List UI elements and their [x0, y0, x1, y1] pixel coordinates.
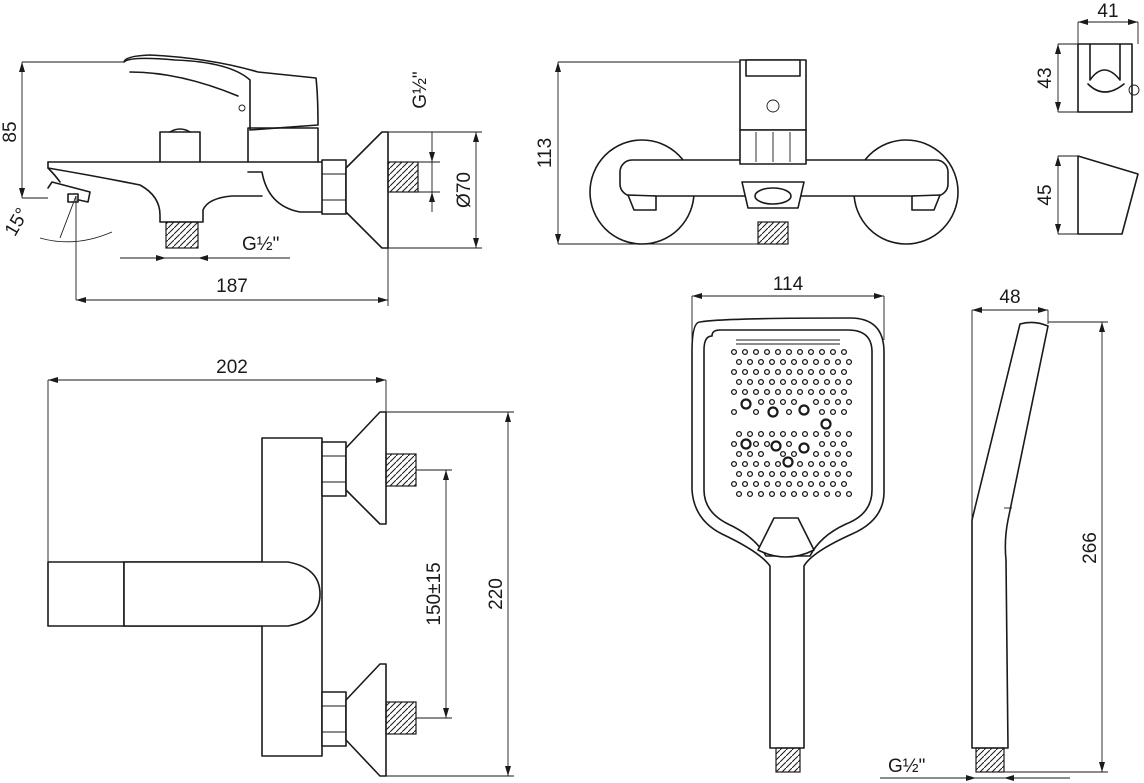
side-length-label: 187 — [216, 276, 248, 297]
top-depth-label: 202 — [216, 357, 248, 378]
front-view — [555, 59, 959, 245]
shower-thread-label: G½" — [888, 756, 925, 777]
shower-width-label: 114 — [773, 274, 804, 295]
flange-diameter-label: Ø70 — [454, 172, 475, 208]
shower-head-side — [880, 307, 1108, 781]
front-height-label: 113 — [535, 138, 556, 168]
shower-depth-label: 48 — [999, 287, 1020, 308]
holder-view — [1055, 19, 1140, 235]
top-total-label: 220 — [486, 578, 507, 610]
spray-nozzles — [730, 348, 853, 498]
top-dimensions — [47, 377, 514, 777]
side-view — [39, 54, 419, 300]
shower-head-front — [691, 293, 885, 773]
thread-bottom-label: G½" — [242, 234, 279, 255]
inlet-spacing-label: 150±15 — [424, 562, 445, 625]
spout-angle-label: 15° — [1, 205, 34, 240]
holder-width-label: 41 — [1097, 1, 1118, 22]
shower-length-label: 266 — [1080, 532, 1101, 564]
side-height-label: 85 — [0, 121, 21, 142]
thread-top-label: G½" — [410, 71, 431, 108]
top-view — [47, 411, 417, 777]
holder-height-1-label: 43 — [1035, 67, 1056, 88]
side-dimensions — [19, 61, 482, 306]
holder-height-2-label: 45 — [1035, 184, 1056, 205]
